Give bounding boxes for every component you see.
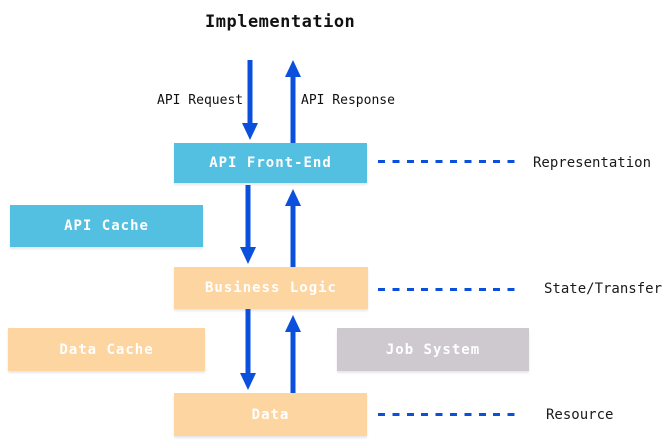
arrow-line [290, 74, 296, 143]
box-api-cache: API Cache [10, 205, 203, 247]
dashed-line-representation [378, 160, 522, 163]
arrow-head-down-icon [240, 373, 256, 390]
box-label: Data Cache [59, 341, 154, 358]
arrow-up-logic-to-frontend [284, 189, 302, 267]
arrow-head-up-icon [285, 315, 301, 332]
dashed-line-resource [378, 413, 522, 416]
diagram-title: Implementation [205, 12, 356, 32]
arrow-up-response [284, 60, 302, 143]
arrow-head-down-icon [242, 123, 258, 140]
api-response-label: API Response [301, 93, 395, 108]
layer-label-representation: Representation [533, 155, 652, 171]
arrow-down-request [241, 60, 259, 140]
arrow-head-down-icon [240, 247, 256, 264]
box-label: API Front-End [209, 155, 332, 171]
box-label: Business Logic [204, 280, 337, 296]
layer-label-state-transfer: State/Transfer [544, 281, 663, 297]
box-label: Job System [385, 341, 481, 358]
api-request-label: API Request [157, 93, 244, 108]
box-label: Data [251, 406, 290, 423]
arrow-head-up-icon [285, 60, 301, 77]
box-data: Data [174, 393, 367, 436]
arrow-down-logic-to-data [239, 309, 257, 390]
box-job-system: Job System [337, 328, 529, 371]
arrow-down-frontend-to-logic [239, 185, 257, 264]
box-label: API Cache [64, 218, 149, 234]
layer-label-resource: Resource [546, 407, 614, 423]
box-data-cache: Data Cache [8, 328, 205, 371]
dashed-line-state-transfer [378, 288, 522, 291]
arrow-line [245, 185, 251, 250]
arrow-line [290, 203, 296, 267]
arrow-line [247, 60, 253, 126]
box-business-logic: Business Logic [174, 267, 368, 309]
arrow-head-up-icon [285, 189, 301, 206]
arrow-line [290, 329, 296, 393]
arrow-line [245, 309, 251, 376]
arrow-up-data-to-logic [284, 315, 302, 393]
box-api-front-end: API Front-End [174, 143, 367, 183]
